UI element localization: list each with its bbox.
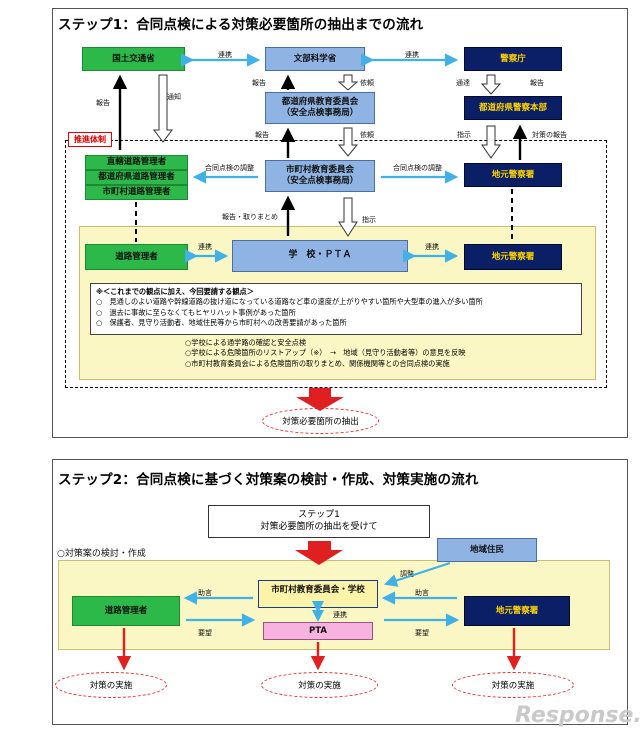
hollow-arrow-irai1 xyxy=(337,74,359,91)
hollow-arrow-shiji-right xyxy=(481,125,501,159)
activity-item: ○学校による危険箇所のリストアップ（※） → 地域（見守り活動者等）の意見を反映 xyxy=(185,348,466,358)
result-ellipse: 対策必要箇所の抽出 xyxy=(262,408,379,434)
label-godo-chosei: 合同点検の調整 xyxy=(205,164,254,172)
label-houkoku: 報告 xyxy=(252,79,266,87)
label-renkei: 連携 xyxy=(198,243,212,251)
impl-left-ellipse: 対策の実施 xyxy=(55,672,167,698)
impl-center-ellipse: 対策の実施 xyxy=(261,672,378,698)
step1-title: ステップ1：合同点検による対策必要箇所の抽出までの流れ xyxy=(58,17,424,33)
pref-police-box: 都道府県警察本部 xyxy=(464,96,562,120)
step1-input-label: ステップ1 対策必要箇所の抽出を受けて xyxy=(260,510,378,532)
label-jogen: 助言 xyxy=(415,589,429,597)
road-mgr-bottom-box: 道路管理者 xyxy=(85,244,188,270)
step1-input-box: ステップ1 対策必要箇所の抽出を受けて xyxy=(208,505,430,538)
red-arrow-step2 xyxy=(295,541,343,565)
promotion-area xyxy=(65,140,607,388)
activities-list: ○学校による通学路の確認と安全点検 ○学校による危険箇所のリストアップ（※） →… xyxy=(185,338,465,369)
hollow-arrow-shiji xyxy=(338,197,358,237)
local-police-box-step2: 地元警察署 xyxy=(464,596,570,626)
label-houkoku: 報告 xyxy=(255,131,269,139)
label-shiji: 指示 xyxy=(362,216,376,224)
hollow-arrow-tsutatsu xyxy=(480,74,502,95)
label-irai: 依頼 xyxy=(360,131,374,139)
red-arrow-step1 xyxy=(296,388,344,411)
label-renkei: 連携 xyxy=(333,611,347,619)
road-mgr1-box: 直轄道路管理者 xyxy=(85,155,188,170)
residents-box: 地域住民 xyxy=(437,538,537,562)
label-yobo: 要望 xyxy=(198,629,212,637)
section-label: ○対策案の検討・作成 xyxy=(57,549,146,559)
impl-right-ellipse: 対策の実施 xyxy=(452,672,574,698)
muni-board-label: 市町村教育委員会 （安全点検事務局） xyxy=(281,165,359,186)
note-item: ○ 過去に事故に至らなくてもヒヤリハット事例があった箇所 xyxy=(96,307,296,317)
response-watermark: Response. xyxy=(515,703,640,728)
note-item: ○ 見通しのよい道路や幹線道路の抜け道になっている道路など車の速度が上がりやすい… xyxy=(96,297,483,307)
npa-box: 警察庁 xyxy=(464,47,562,71)
mlit-box: 国土交通省 xyxy=(82,47,185,71)
label-houkoku-torimatome: 報告・取りまとめ xyxy=(222,213,278,221)
label-tsutatsu: 通達 xyxy=(456,79,470,87)
label-taisaku-houkoku: 対策の報告 xyxy=(532,131,567,139)
label-chosei: 調整 xyxy=(400,570,414,578)
pref-board-label: 都道府県教育委員会 （安全点検事務局） xyxy=(281,97,359,118)
label-shiji: 指示 xyxy=(457,131,471,139)
road-mgr3-box: 市町村道路管理者 xyxy=(85,185,188,200)
activity-item: ○市町村教育委員会による危険箇所の取りまとめ、関係機関等との合同点検の実施 xyxy=(185,358,450,368)
label-houkoku: 報告 xyxy=(96,99,110,107)
label-godo-chosei: 合同点検の調整 xyxy=(393,164,442,172)
local-police-top-box: 地元警察署 xyxy=(464,163,562,187)
muni-board-box: 市町村教育委員会 （安全点検事務局） xyxy=(265,160,375,192)
road-mgr2-box: 都道府県道路管理者 xyxy=(85,170,188,185)
road-mgr-box-step2: 道路管理者 xyxy=(72,596,180,626)
arrow-coordinate xyxy=(383,561,451,587)
label-renkei: 連携 xyxy=(425,243,439,251)
pref-board-box: 都道府県教育委員会 （安全点検事務局） xyxy=(265,92,375,124)
note-item: ○ 保護者、見守り活動者、地域住民等から市町村への改善要請があった箇所 xyxy=(96,318,347,328)
hollow-arrow-irai2 xyxy=(337,127,359,157)
hollow-arrow-tsuchi xyxy=(153,74,173,143)
pta-box: PTA xyxy=(263,622,373,640)
school-pta-box: 学 校・ＰＴＡ xyxy=(232,240,408,272)
label-yobo: 要望 xyxy=(415,629,429,637)
viewpoints-note: ※＜これまでの観点に加え、今回要請する観点＞ ○ 見通しのよい道路や幹線道路の抜… xyxy=(90,283,582,335)
activity-item: ○学校による通学路の確認と安全点検 xyxy=(185,338,307,347)
label-tsuchi: 通知 xyxy=(167,93,181,101)
label-irai: 依頼 xyxy=(360,79,374,87)
mext-box: 文部科学省 xyxy=(265,47,365,71)
label-houkoku: 報告 xyxy=(530,79,544,87)
promotion-system-tag: 推進体制 xyxy=(68,132,112,147)
local-police-bottom-box: 地元警察署 xyxy=(464,244,562,270)
note-title: ※＜これまでの観点に加え、今回要請する観点＞ xyxy=(96,287,254,296)
label-jogen: 助言 xyxy=(198,589,212,597)
step2-title: ステップ2：合同点検に基づく対策案の検討・作成、対策実施の流れ xyxy=(58,472,479,488)
